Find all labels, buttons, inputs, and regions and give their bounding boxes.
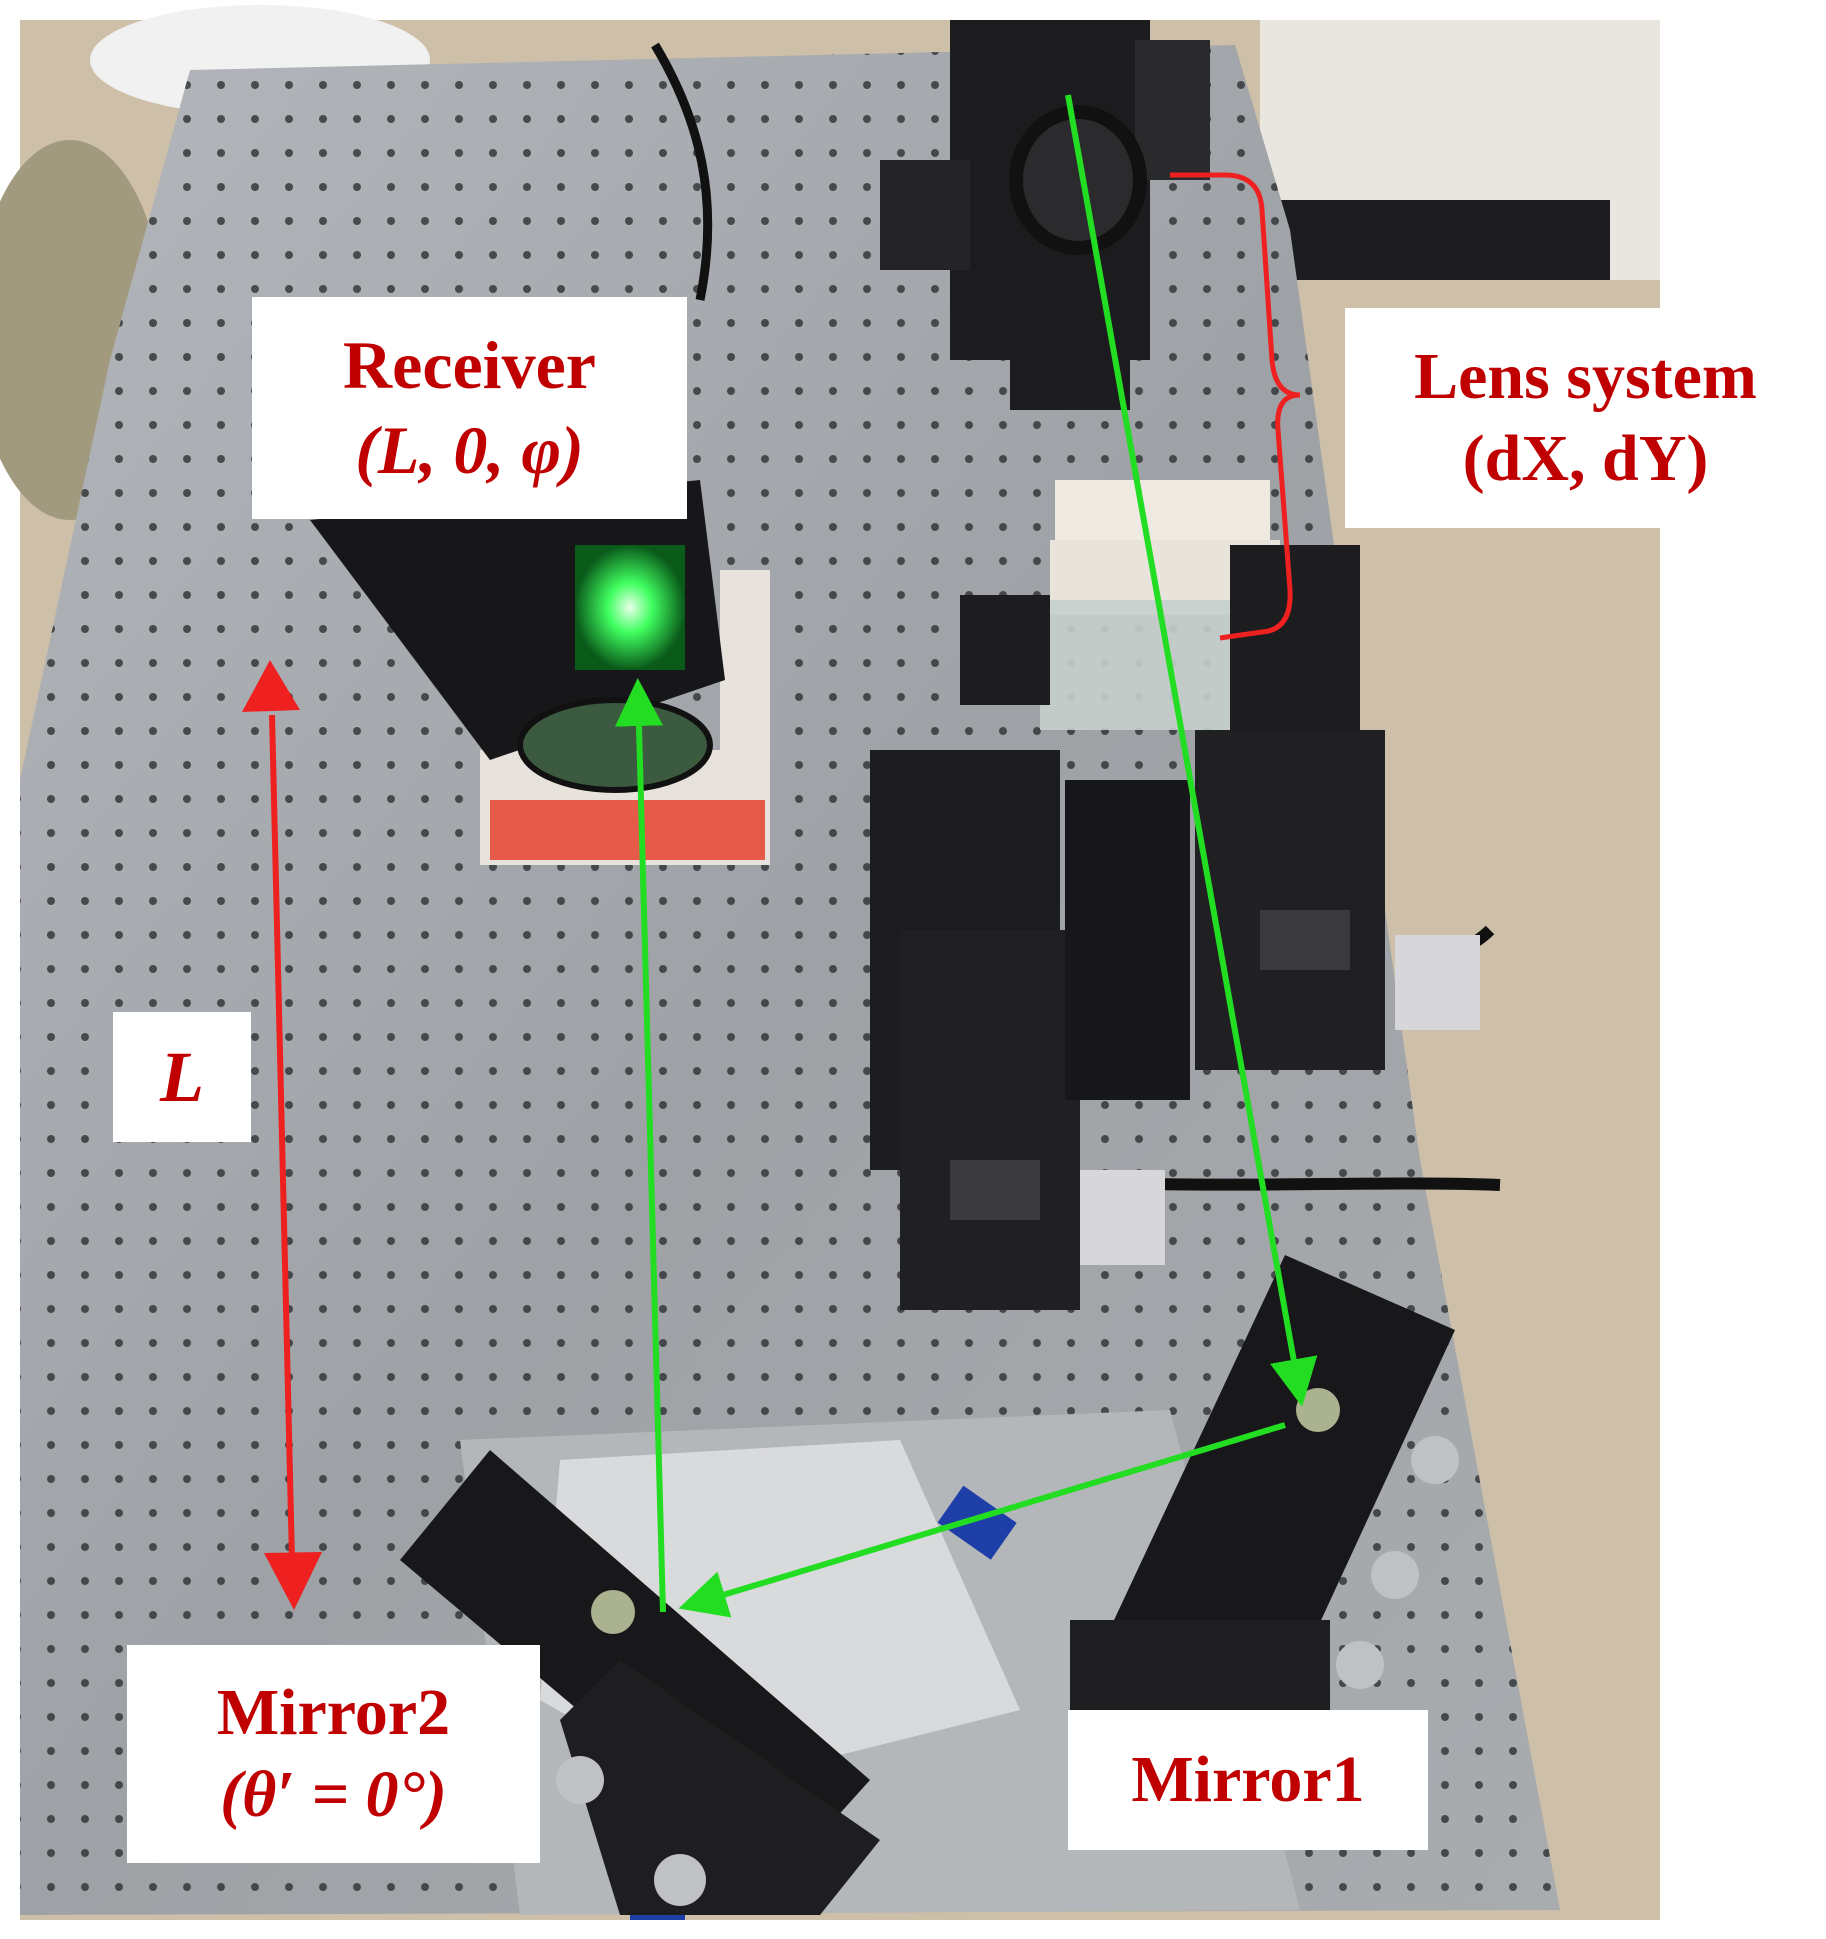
stage-connector-x (1080, 1170, 1165, 1265)
mirror1-mount (1100, 1255, 1455, 1720)
cabinet-base (1270, 200, 1610, 280)
mirror1-label: Mirror1 (1068, 1710, 1428, 1850)
beam-mirror1-to-mirror2 (678, 1422, 1286, 1618)
mirror1-base (1070, 1620, 1330, 1710)
stage-rail (1065, 780, 1190, 1100)
lens-right-block (1135, 40, 1210, 180)
receiver-side-box (720, 570, 770, 760)
distance-label: L (113, 1012, 251, 1142)
distance-arrow-head-bottom (264, 1552, 322, 1610)
lens-system-label-coords: (dX, dY) (1462, 422, 1709, 495)
distance-arrow-line (269, 714, 295, 1561)
lens-side-block (880, 160, 970, 270)
receiver-label-coords: (L, 0, φ) (355, 412, 584, 488)
lens-system-label: Lens system (dX, dY) (1345, 308, 1826, 528)
stage-label-y (1260, 910, 1350, 970)
mirror1-knob-2 (1371, 1551, 1419, 1599)
distance-arrow-head-top (242, 660, 300, 712)
mirror2-optic (591, 1590, 635, 1634)
y-stage (1195, 730, 1385, 1070)
stage-connector-y (1395, 935, 1480, 1030)
x-stage (900, 930, 1080, 1310)
mirror1-knob-3 (1336, 1641, 1384, 1689)
stage-label-x (950, 1160, 1040, 1220)
mirror2-knob-2 (654, 1854, 706, 1906)
mirror2-label: Mirror2 (θ′ = 0°) (127, 1645, 540, 1863)
mirror2-plate (560, 1660, 880, 1915)
beam-mirror2-to-receiver (614, 678, 666, 1613)
blue-tape (937, 1485, 1017, 1560)
distance-label-symbol: L (160, 1037, 204, 1117)
lens-stage-left (960, 595, 1050, 705)
receiver-lens (517, 697, 713, 793)
receiver-base-red (490, 800, 765, 860)
lens-glass-block (1040, 600, 1250, 730)
mirror2-knob-1 (556, 1756, 604, 1804)
lens-ring (1009, 105, 1147, 255)
receiver-window (575, 545, 685, 670)
mirror2-label-angle: (θ′ = 0°) (220, 1758, 447, 1831)
lens-post-base (1010, 350, 1130, 410)
beam-lens-to-mirror1 (1065, 94, 1318, 1407)
mirror2-label-name: Mirror2 (216, 1675, 451, 1749)
mirror1-knob-1 (1411, 1436, 1459, 1484)
lens-stage-plate (1230, 545, 1360, 735)
mirror1-optic (1296, 1388, 1340, 1432)
receiver-label: Receiver (L, 0, φ) (252, 297, 687, 519)
lens-system-label-name: Lens system (1414, 339, 1757, 413)
lens-system-brace (1170, 172, 1301, 641)
receiver-label-name: Receiver (343, 327, 596, 403)
black-cable (651, 42, 713, 301)
mirror1-label-name: Mirror1 (1131, 1742, 1365, 1816)
